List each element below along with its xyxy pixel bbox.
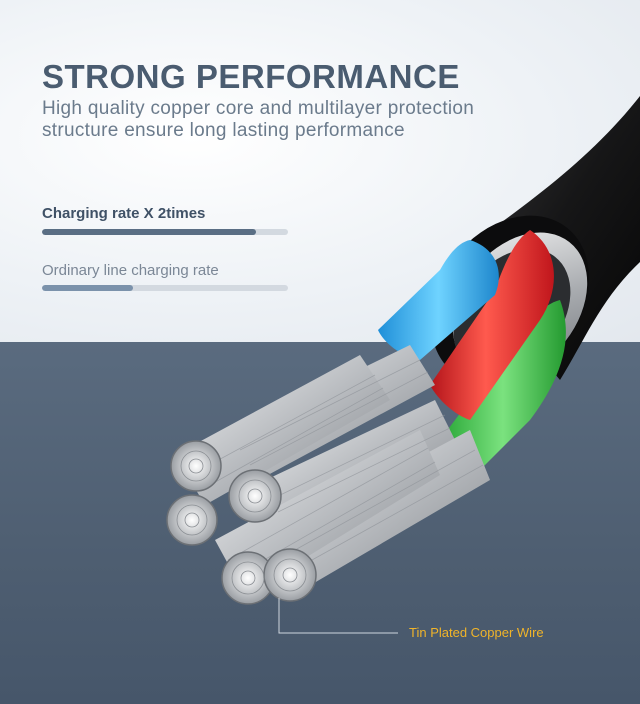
- tin-plated-copper-wire-callout: Tin Plated Copper Wire: [409, 625, 544, 640]
- subtitle-line-1: High quality copper core and multilayer …: [42, 98, 475, 119]
- ordinary-charging-bar: [42, 285, 288, 291]
- subtitle-line-2: structure ensure long lasting performanc…: [42, 120, 405, 141]
- ordinary-charging-label: Ordinary line charging rate: [42, 262, 219, 279]
- fast-charging-bar-fill: [42, 229, 257, 235]
- fast-charging-label: Charging rate X 2times: [42, 205, 206, 222]
- fast-charging-bar: [42, 229, 288, 235]
- ordinary-charging-bar-fill: [42, 285, 134, 291]
- callout-leader-line: [278, 598, 398, 634]
- page-title: STRONG PERFORMANCE: [42, 58, 460, 95]
